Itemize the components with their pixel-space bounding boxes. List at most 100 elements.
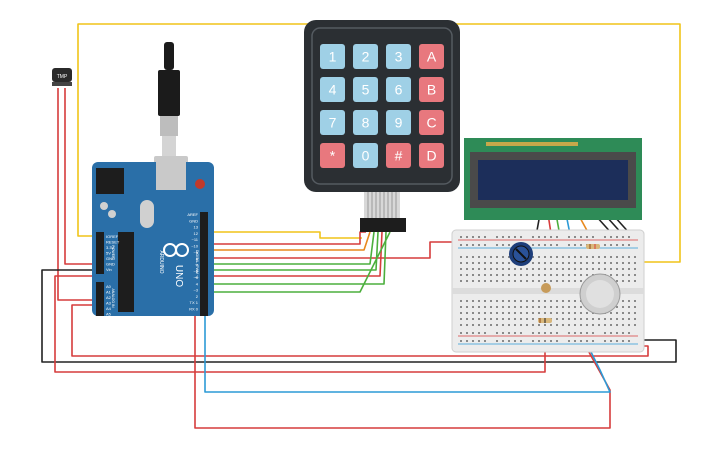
keypad-key-7[interactable] (320, 110, 345, 135)
keypad-key-1[interactable] (320, 44, 345, 69)
arduino-uno-board[interactable]: UNO ARDUINO DIGITAL (PWM ~) POWER ANALOG… (92, 162, 214, 317)
arduino-pin-label: ~10 (191, 244, 199, 249)
wire-sensor-red[interactable] (57, 88, 95, 301)
keypad-key-label: 3 (395, 49, 403, 65)
arduino-pin-label: 5V (106, 251, 111, 256)
keypad-key-label: 4 (329, 82, 337, 98)
keypad-key-label: # (395, 148, 403, 164)
arduino-pin-label: 7 (196, 262, 199, 267)
wire-keypad-red-2[interactable] (205, 231, 383, 277)
keypad-key-9[interactable] (386, 110, 411, 135)
keypad-key-3[interactable] (386, 44, 411, 69)
wire-keypad-yellow[interactable] (205, 231, 362, 239)
analog-header (96, 282, 104, 316)
arduino-pin-label: 3.3V (106, 245, 115, 250)
keypad-key-label: B (427, 82, 436, 98)
keypad-key-*[interactable] (320, 143, 345, 168)
keypad-key-label: A (427, 49, 437, 65)
keypad-4x4[interactable]: 1 2 3 A 4 5 6 B 7 8 9 C * 0 # D (304, 20, 460, 232)
gas-sensor[interactable] (579, 273, 621, 315)
arduino-pin-label: ~11 (192, 237, 199, 242)
wire-keypad-green-2[interactable] (205, 231, 379, 271)
keypad-key-6[interactable] (386, 77, 411, 102)
arduino-pin-label: A5 (106, 312, 112, 317)
temperature-sensor-icon (52, 68, 72, 82)
keypad-key-2[interactable] (353, 44, 378, 69)
keypad-key-label: 0 (362, 148, 370, 164)
wire-red-breadboard-rail[interactable] (205, 241, 455, 259)
keypad-key-4[interactable] (320, 77, 345, 102)
wire-keypad-green-1[interactable] (205, 231, 375, 265)
reset-button[interactable] (195, 179, 205, 189)
microcontroller-chip (118, 232, 134, 312)
arduino-pin-label: 2 (196, 294, 199, 299)
keypad-key-A[interactable] (419, 44, 444, 69)
arduino-pin-label: ~5 (193, 275, 198, 280)
arduino-pin-label: ~9 (193, 250, 198, 255)
wire-sensor-black[interactable] (64, 88, 95, 265)
keypad-key-label: 7 (329, 115, 337, 131)
sensor-label: TMP (57, 74, 68, 80)
arduino-pin-label: 12 (194, 231, 199, 236)
arduino-pin-label: ~3 (193, 288, 198, 293)
arduino-pin-label: RX 0 (189, 307, 199, 312)
keypad-key-label: 9 (395, 115, 403, 131)
arduino-pin-label: A0 (106, 284, 112, 289)
power-header (96, 232, 104, 274)
keypad-connector (360, 218, 406, 232)
breadboard[interactable] (451, 229, 645, 353)
arduino-pin-label: RESET (106, 240, 120, 245)
arduino-pin-label: GND (106, 262, 115, 267)
keypad-key-label: 2 (362, 49, 370, 65)
keypad-key-B[interactable] (419, 77, 444, 102)
temperature-sensor[interactable]: TMP (52, 68, 72, 86)
arduino-pin-label: A2 (106, 295, 112, 300)
keypad-key-label: D (426, 148, 436, 164)
arduino-pin-label: A1 (106, 290, 112, 295)
keypad-key-label: C (426, 115, 436, 131)
lcd-screen (478, 160, 628, 200)
arduino-pin-label: 4 (196, 281, 199, 286)
arduino-pin-label: A3 (106, 301, 112, 306)
keypad-key-C[interactable] (419, 110, 444, 135)
arduino-pin-label: GND (106, 256, 115, 261)
wire-keypad-green-4[interactable] (205, 231, 391, 293)
arduino-model-label: UNO (173, 265, 184, 287)
keypad-key-5[interactable] (353, 77, 378, 102)
keypad-key-label: 8 (362, 115, 370, 131)
arduino-pin-label: AREF (187, 212, 198, 217)
arduino-brand-label: ARDUINO (158, 250, 164, 273)
arduino-power-header-label: POWER (111, 245, 115, 259)
keypad-key-D[interactable] (419, 143, 444, 168)
keypad-key-label: 5 (362, 82, 370, 98)
arduino-pin-label: TX 1 (190, 300, 199, 305)
resistor-2[interactable] (586, 244, 600, 249)
arduino-pin-label: A4 (106, 306, 112, 311)
lcd-pin-header (486, 142, 578, 146)
keypad-key-label: 6 (395, 82, 403, 98)
arduino-pin-label: IOREF (106, 234, 119, 239)
keypad-key-#[interactable] (386, 143, 411, 168)
wire-black-ground-loop[interactable] (41, 269, 677, 363)
keypad-key-0[interactable] (353, 143, 378, 168)
keypad-key-8[interactable] (353, 110, 378, 135)
keypad-key-label: 1 (329, 49, 337, 65)
wire-keypad-orange[interactable] (205, 231, 371, 251)
wire-red-a-pins[interactable] (71, 304, 649, 357)
lcd-display-16x2[interactable] (464, 138, 642, 220)
arduino-pin-label: 8 (196, 256, 199, 261)
wire-red-loop-bottom[interactable] (194, 299, 611, 429)
potentiometer[interactable] (509, 242, 533, 266)
arduino-digital-header-label: DIGITAL (PWM ~) (195, 250, 199, 278)
wire-keypad-green-3[interactable] (205, 231, 387, 285)
resistor-1[interactable] (538, 318, 552, 323)
photoresistor[interactable] (541, 283, 551, 293)
keypad-key-label: * (330, 148, 336, 164)
arduino-pin-label: GND (189, 218, 198, 223)
arduino-analog-header-label: ANALOG IN (111, 288, 115, 308)
arduino-pin-label: 13 (194, 225, 199, 230)
digital-header (200, 212, 208, 316)
keypad-ribbon (364, 192, 400, 220)
